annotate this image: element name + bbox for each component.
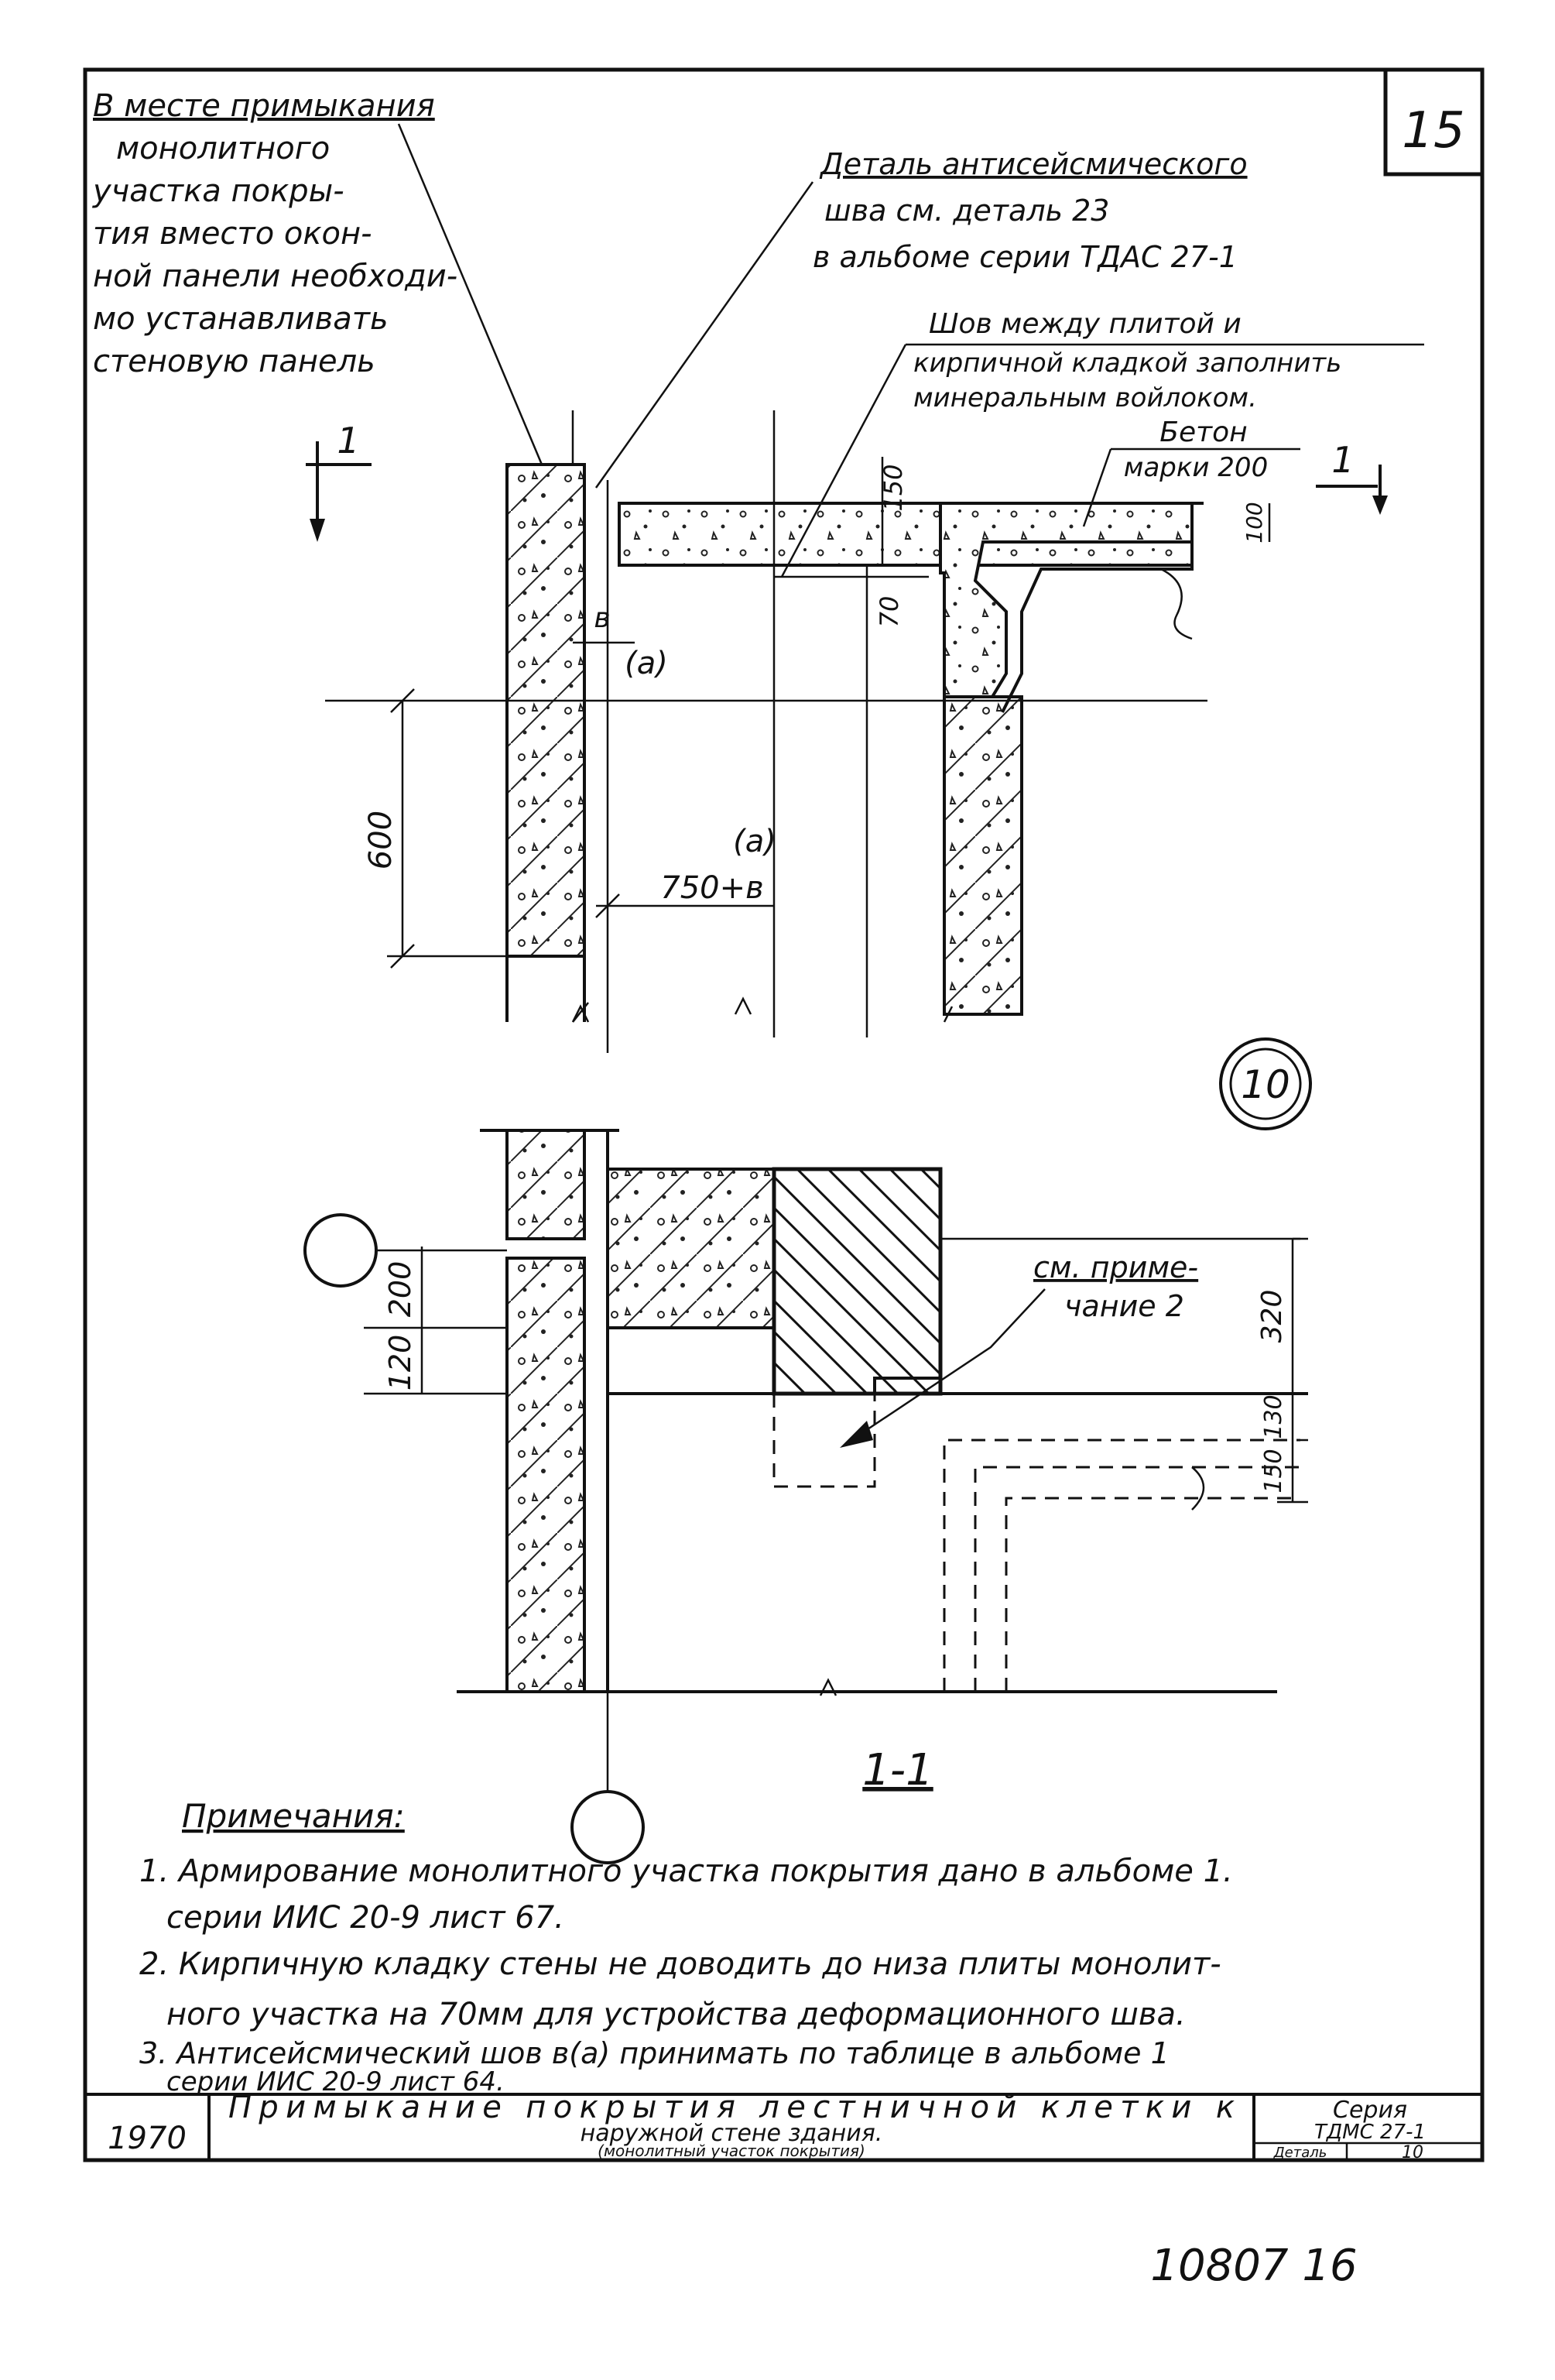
dim-70: 70 <box>875 596 904 628</box>
note-3a: 3. Антисейсмический шов в(а) принимать п… <box>139 2036 1170 2070</box>
dim-b: в <box>594 602 610 634</box>
sheet-number-box <box>1383 67 1485 177</box>
section-slab-concrete <box>606 1168 776 1329</box>
archive-number: 10807 16 <box>1150 2241 1357 2291</box>
callout-top-left-line5: ной панели необходи- <box>93 259 457 294</box>
wall-panel-left <box>505 463 586 958</box>
section-mark-right: 1 <box>1331 439 1354 481</box>
notes-heading: Примечания: <box>182 1797 405 1835</box>
note-2b: ного участка на 70мм для устройства дефо… <box>166 1997 1186 2032</box>
callout-antiseismic-line2: шва см. деталь 23 <box>824 194 1109 228</box>
title-line2: наружной стене здания. <box>581 2120 883 2147</box>
section-wall-top <box>505 1129 586 1240</box>
grid-axis-bottom <box>570 1790 645 1864</box>
dim-120: 120 <box>383 1335 417 1391</box>
dim-100: 100 <box>1242 502 1267 543</box>
section-label: 1-1 <box>862 1745 933 1795</box>
detail-value: 10 <box>1402 2143 1423 2162</box>
section-1-1: 200 120 320 130 150 см. приме- чание 2 1… <box>303 1129 1308 1864</box>
section-mark-left: 1 <box>337 420 359 461</box>
callout-top-left-line4: тия вместо окон- <box>93 216 372 252</box>
dim-150: 150 <box>879 464 908 511</box>
callout-antiseismic-line1: Деталь антисейсмического <box>819 147 1248 181</box>
series-label: Серия <box>1333 2097 1407 2124</box>
dim-130: 130 <box>1260 1394 1287 1439</box>
callout-concrete-line2: марки 200 <box>1124 452 1268 483</box>
section-brick-hatched <box>772 1167 943 1396</box>
callout-concrete-line1: Бетон <box>1159 417 1247 448</box>
notes: Примечания: 1. Армирование монолитного у… <box>139 1797 1233 2097</box>
callout-top-left-line1: В месте примыкания <box>93 88 435 124</box>
dim-b2: (а) <box>625 646 668 681</box>
top-detail: 600 (а) 750+в в (а) 150 70 100 1 1 <box>306 410 1388 1053</box>
see-note-line1: см. приме- <box>1033 1250 1198 1284</box>
sheet-frame <box>83 67 1485 2162</box>
dim-150b: 150 <box>1260 1449 1287 1493</box>
callout-seam-line1: Шов между плитой и <box>929 308 1242 340</box>
year: 1970 <box>108 2121 187 2156</box>
callout-seam: Шов между плитой и кирпичной кладкой зап… <box>780 308 1424 578</box>
detail-label: Деталь <box>1273 2145 1327 2161</box>
grid-axis-top <box>303 1213 378 1288</box>
callout-concrete: Бетон марки 200 <box>1082 417 1300 527</box>
dim-750: 750+в <box>660 870 763 906</box>
callout-top-left-line2: монолитного <box>116 131 330 166</box>
detail-circle-outer <box>1219 1037 1312 1130</box>
section-wall-main <box>505 1257 586 1693</box>
callout-seam-line2: кирпичной кладкой заполнить <box>913 348 1341 379</box>
callout-antiseismic-line3: в альбоме серии ТДАС 27-1 <box>813 240 1238 274</box>
series-value: ТДМС 27-1 <box>1314 2121 1426 2144</box>
note-1b: серии ИИС 20-9 лист 67. <box>166 1900 564 1936</box>
see-note-line2: чание 2 <box>1064 1289 1184 1323</box>
detail-circle-inner <box>1229 1048 1302 1120</box>
note-3b: серии ИИС 20-9 лист 64. <box>166 2066 505 2097</box>
dim-a: (а) <box>733 824 776 859</box>
sheet-number: 15 <box>1402 102 1464 159</box>
callout-top-left-line6: мо устанавливать <box>93 301 389 337</box>
callout-seam-line3: минеральным войлоком. <box>913 382 1257 413</box>
callout-top-left-line3: участка покры- <box>92 173 344 209</box>
note-2a: 2. Кирпичную кладку стены не доводить до… <box>139 1946 1221 1982</box>
title-line3: (монолитный участок покрытия) <box>598 2142 865 2160</box>
right-wall <box>943 695 1023 1016</box>
callout-antiseismic: Деталь антисейсмического шва см. деталь … <box>594 147 1248 489</box>
dim-320: 320 <box>1256 1290 1288 1343</box>
dim-600: 600 <box>363 811 399 869</box>
precast-slab <box>983 540 1194 713</box>
dim-200: 200 <box>383 1261 417 1318</box>
callout-top-left-line7: стеновую панель <box>93 344 375 379</box>
note-1a: 1. Армирование монолитного участка покры… <box>139 1854 1233 1889</box>
callout-top-left: В месте примыкания монолитного участка п… <box>92 88 543 465</box>
detail-circle-number: 10 <box>1241 1062 1290 1107</box>
